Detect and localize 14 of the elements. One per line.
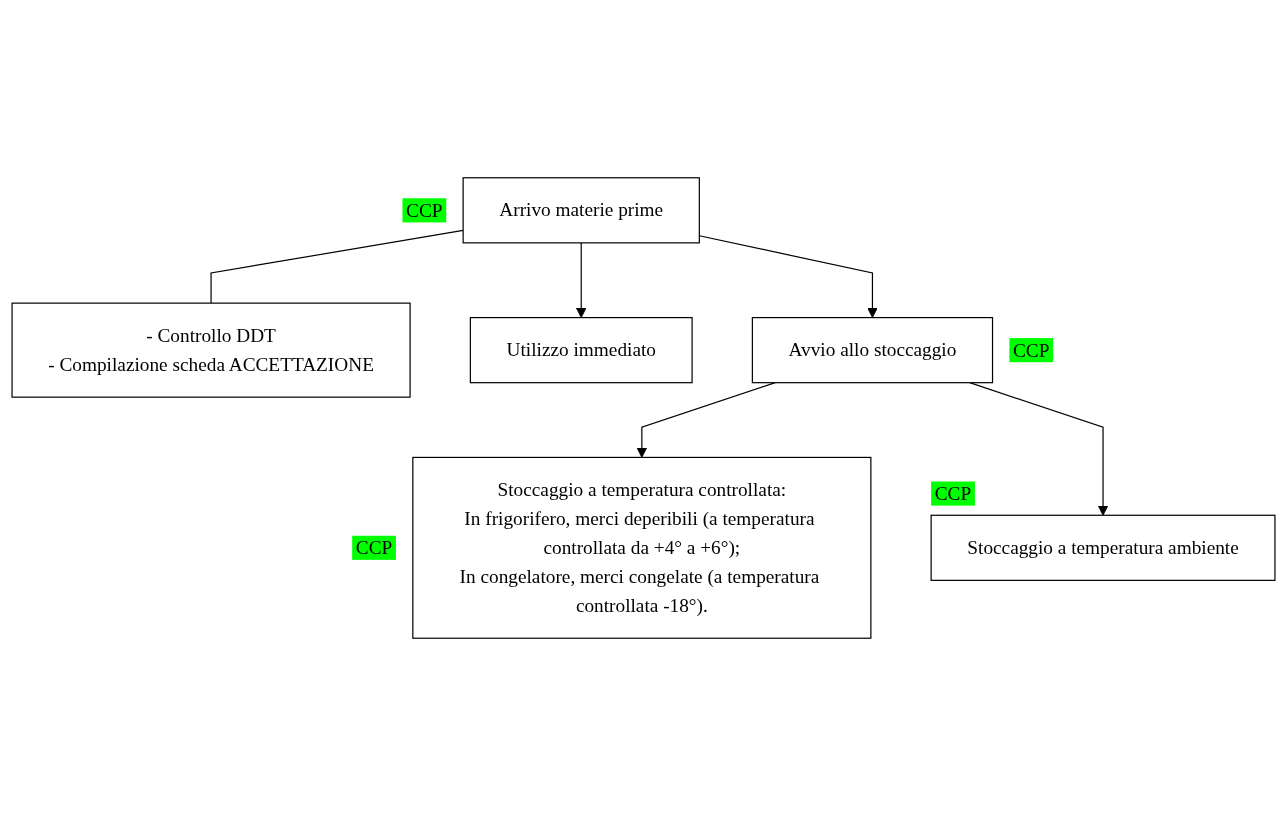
arrow [636,382,776,458]
ccp-tag: CCP [352,535,396,560]
node-box: - Controllo DDT - Compilazione scheda ACCETTAZIONE [11,302,411,398]
node-box: Stoccaggio a temperatura controllata: In frigorifero, merci deperibili (a temperatura controllata da +4° a +6°); In congelatore, merci congelate (a temperatura controllata -18°). [412,456,872,639]
arrow [575,242,587,319]
ccp-tag: CCP [931,481,975,506]
node-box: Utilizzo immediato [469,317,693,384]
node-box: Arrivo materie prime [462,177,700,244]
connector [210,229,464,304]
ccp-tag: CCP [402,198,447,223]
arrow [969,382,1109,516]
ccp-tag: CCP [1009,338,1054,363]
node-box: Avvio allo stoccaggio [751,317,994,384]
node-box: Stoccaggio a temperatura ambiente [930,514,1276,581]
